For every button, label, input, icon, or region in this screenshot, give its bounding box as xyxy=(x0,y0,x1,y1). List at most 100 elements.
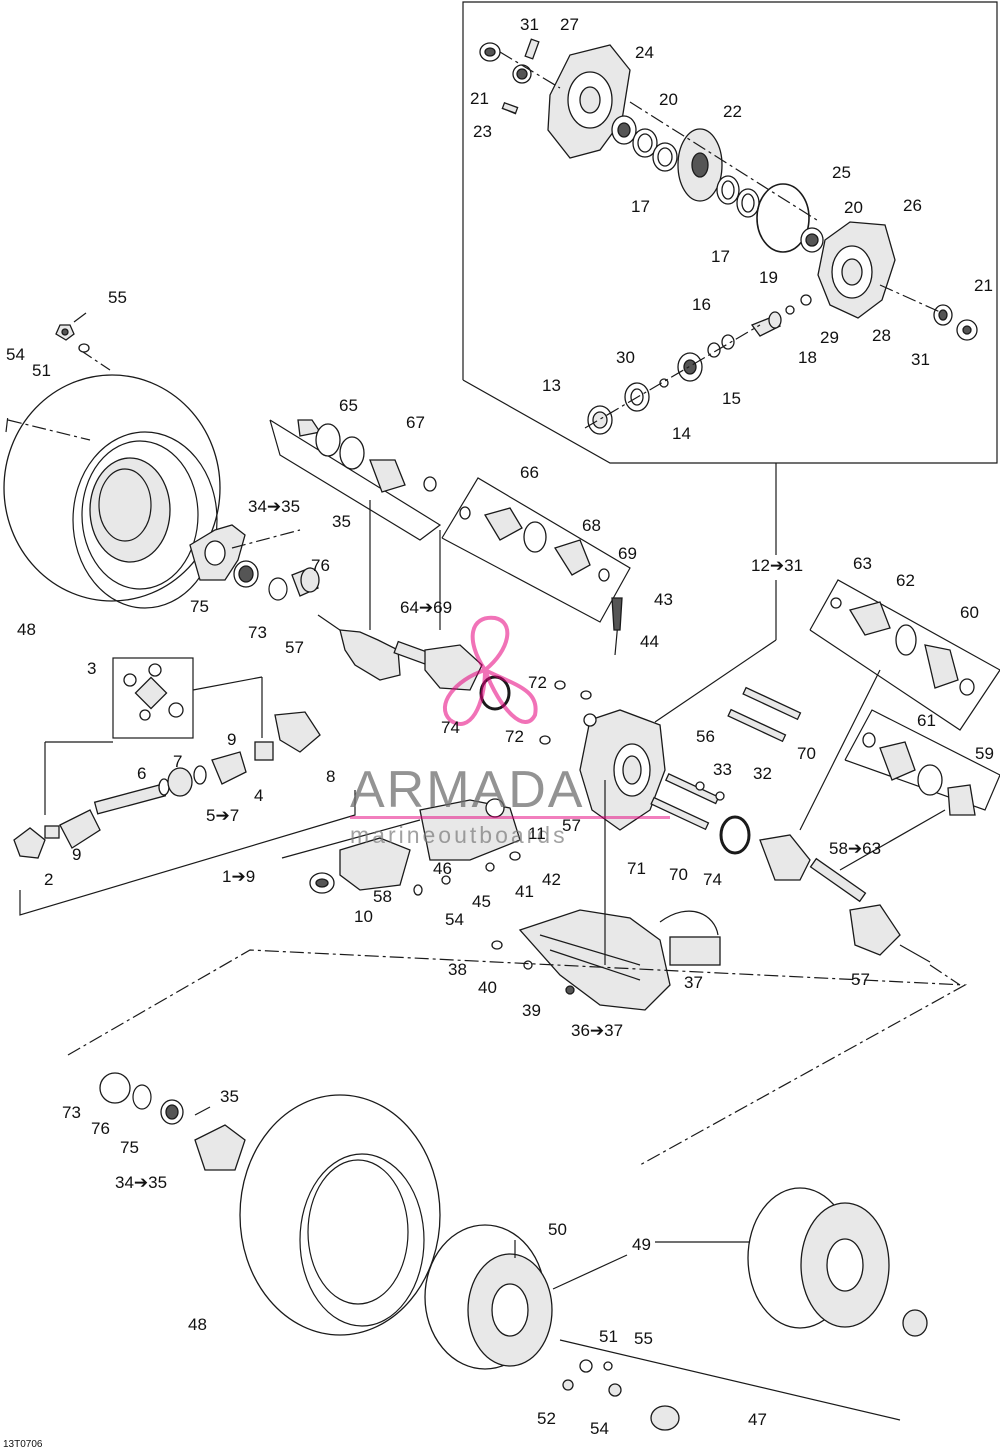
drive-shaft-right xyxy=(759,579,1000,986)
callout: 50 xyxy=(548,1220,567,1239)
callout: 58 xyxy=(373,887,392,906)
callout: 6 xyxy=(137,764,147,783)
callout: 29 xyxy=(820,328,839,347)
callout: 68 xyxy=(582,516,601,535)
callout: 76 xyxy=(311,556,330,575)
callout: 43 xyxy=(654,590,673,609)
callout: 20 xyxy=(659,90,678,109)
callout: 9 xyxy=(72,845,82,864)
callout: 51 xyxy=(599,1327,618,1346)
callout: 26 xyxy=(903,196,922,215)
callout: 48 xyxy=(17,620,36,639)
callout: 54 xyxy=(6,345,25,364)
callout: 28 xyxy=(872,326,891,345)
callout: 67 xyxy=(406,413,425,432)
callout: 16 xyxy=(692,295,711,314)
callout: 46 xyxy=(433,859,452,878)
callout: 62 xyxy=(896,571,915,590)
callout: 15 xyxy=(722,389,741,408)
callout: 39 xyxy=(522,1001,541,1020)
callout: 36➔37 xyxy=(571,1021,624,1040)
callout: 33 xyxy=(713,760,732,779)
callout: 5➔7 xyxy=(206,806,240,825)
callout: 72 xyxy=(505,727,524,746)
callout: 49 xyxy=(632,1235,651,1254)
callout: 63 xyxy=(853,554,872,573)
callout: 2 xyxy=(44,870,54,889)
callout: 25 xyxy=(832,163,851,182)
callout: 76 xyxy=(91,1119,110,1138)
callout: 60 xyxy=(960,603,979,622)
callout: 22 xyxy=(723,102,742,121)
callout: 21 xyxy=(974,276,993,295)
callout: 3 xyxy=(87,659,97,678)
callout: 75 xyxy=(120,1138,139,1157)
callout: 27 xyxy=(560,15,579,34)
callout: 73 xyxy=(62,1103,81,1122)
callout: 59 xyxy=(975,744,994,763)
callout: 66 xyxy=(520,463,539,482)
callout: 20 xyxy=(844,198,863,217)
callout: 4 xyxy=(254,786,264,805)
callout: 57 xyxy=(562,816,581,835)
callout: 64➔69 xyxy=(400,598,453,617)
callout: 35 xyxy=(220,1087,239,1106)
callout: 8 xyxy=(326,767,336,786)
callout: 9 xyxy=(227,730,237,749)
callout: 17 xyxy=(711,247,730,266)
callout: 58➔63 xyxy=(829,839,882,858)
callout: 32 xyxy=(753,764,772,783)
callout: 1➔9 xyxy=(222,867,256,886)
callout: 69 xyxy=(618,544,637,563)
callout: 19 xyxy=(759,268,778,287)
callout: 54 xyxy=(590,1419,609,1438)
callout: 65 xyxy=(339,396,358,415)
skid-plate xyxy=(491,780,721,1011)
callout: 10 xyxy=(354,907,373,926)
gear-box xyxy=(281,798,521,896)
callout: 52 xyxy=(537,1409,556,1428)
callout: 40 xyxy=(478,978,497,997)
callout: 37 xyxy=(684,973,703,992)
callout: 48 xyxy=(188,1315,207,1334)
callout: 55 xyxy=(634,1329,653,1348)
callout: 44 xyxy=(640,632,659,651)
callout: 73 xyxy=(248,623,267,642)
callout: 56 xyxy=(696,727,715,746)
callout: 18 xyxy=(798,348,817,367)
callout: 54 xyxy=(445,910,464,929)
callout: 21 xyxy=(470,89,489,108)
callout: 13 xyxy=(542,376,561,395)
callout: 74 xyxy=(703,870,722,889)
callout: 24 xyxy=(635,43,654,62)
callout: 57 xyxy=(285,638,304,657)
callout: 11 xyxy=(528,824,546,843)
callout: 41 xyxy=(515,882,534,901)
callout: 12➔31 xyxy=(751,556,804,575)
callout: 57 xyxy=(851,970,870,989)
callout: 75 xyxy=(190,597,209,616)
differential-inset-frame xyxy=(462,1,998,723)
callout: 7 xyxy=(173,752,183,771)
callout: 35 xyxy=(332,512,351,531)
callout: 31 xyxy=(911,350,930,369)
callout: 42 xyxy=(542,870,561,889)
rear-wheel-upper xyxy=(3,312,320,609)
callout: 23 xyxy=(473,122,492,141)
rear-wheel-lower xyxy=(67,949,968,1431)
figure-code: 13T0706 xyxy=(3,1439,43,1450)
callout: 71 xyxy=(627,859,646,878)
callout: 55 xyxy=(108,288,127,307)
callout: 70 xyxy=(669,865,688,884)
callout: 30 xyxy=(616,348,635,367)
callout: 74 xyxy=(441,718,460,737)
callout: 34➔35 xyxy=(115,1173,168,1192)
callout: 47 xyxy=(748,1410,767,1429)
callout: 51 xyxy=(32,361,51,380)
callout: 45 xyxy=(472,892,491,911)
callout: 72 xyxy=(528,673,547,692)
differential-parts xyxy=(479,38,978,435)
callout: 17 xyxy=(631,197,650,216)
callout: 34➔35 xyxy=(248,497,301,516)
